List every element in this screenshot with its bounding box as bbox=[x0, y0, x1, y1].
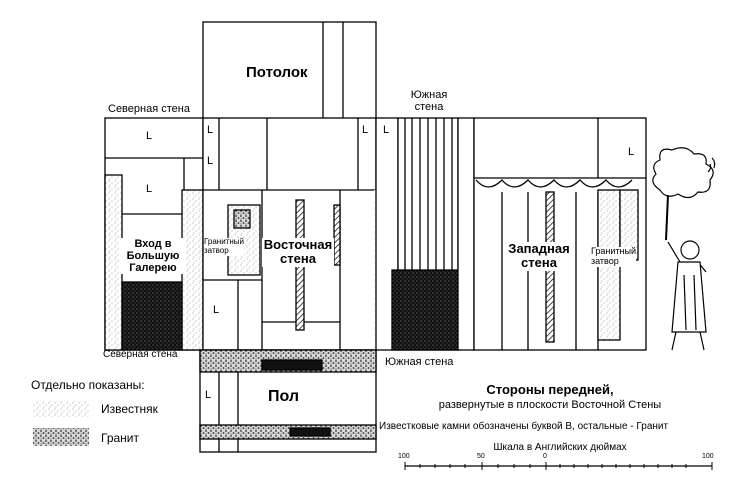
south-wall-bottom-label: Южная стена bbox=[385, 356, 454, 368]
caption-note: Известковые камни обозначены буквой В, о… bbox=[379, 421, 669, 432]
ceiling-panel bbox=[202, 21, 377, 121]
south-wall bbox=[375, 117, 475, 351]
limestone-marker: L bbox=[146, 183, 153, 195]
west-wall-label: Западная стена bbox=[504, 241, 574, 271]
scale-title: Шкала в Английских дюймах bbox=[493, 442, 627, 453]
caption-subtitle: развернутые в плоскости Восточной Стены bbox=[438, 399, 662, 411]
floor-label: Пол bbox=[268, 388, 300, 405]
gallery-entrance-label: Вход в Большую Галерею bbox=[120, 238, 186, 275]
west-wall bbox=[473, 117, 647, 351]
granite-plug-left-label: Гранитный затвор bbox=[204, 237, 244, 256]
legend-granite-swatch bbox=[33, 428, 89, 446]
north-wall-left bbox=[104, 117, 204, 351]
granite-plug-right-label: Гранитный затвор bbox=[591, 246, 636, 267]
east-wall-line1: Восточная bbox=[263, 237, 333, 252]
torch-bearer-figure bbox=[652, 147, 716, 351]
limestone-marker: L bbox=[362, 124, 369, 136]
caption-title: Стороны передней, bbox=[486, 382, 614, 397]
north-wall-top-label: Северная стена bbox=[108, 103, 190, 115]
legend-swatches bbox=[33, 401, 89, 446]
limestone-marker: L bbox=[207, 124, 214, 136]
limestone-marker: L bbox=[205, 389, 212, 401]
legend-title: Отдельно показаны: bbox=[31, 378, 145, 392]
gallery-entrance-line3: Галерею bbox=[129, 262, 177, 275]
granite-plug-left-line2: затвор bbox=[204, 245, 229, 255]
scale-tick-label: 100 bbox=[702, 453, 714, 460]
limestone-marker: L bbox=[213, 304, 220, 316]
granite-plug-left-line1: Гранитный bbox=[204, 237, 244, 246]
legend-limestone-label: Известняк bbox=[101, 402, 158, 416]
legend-granite-label: Гранит bbox=[101, 431, 139, 445]
south-wall-top-label: Южная стена bbox=[402, 89, 456, 113]
limestone-marker: L bbox=[383, 124, 390, 136]
south-wall-top-line1: Южная bbox=[410, 89, 448, 101]
granite-plug-right-line1: Гранитный bbox=[591, 246, 636, 256]
scale-tick-label: 0 bbox=[543, 453, 547, 460]
granite-plug-right-line2: затвор bbox=[591, 255, 619, 266]
scale-tick-label: 50 bbox=[477, 453, 485, 460]
gallery-entrance-line2: Большую bbox=[126, 250, 180, 263]
gallery-opening bbox=[121, 281, 183, 351]
legend-limestone-swatch bbox=[33, 401, 89, 417]
scale-tick-label: 100 bbox=[398, 453, 410, 460]
ceiling-label: Потолок bbox=[246, 64, 308, 81]
portcullis-slabs bbox=[391, 269, 459, 351]
gallery-entrance-line1: Вход в bbox=[134, 238, 172, 250]
limestone-marker: L bbox=[628, 146, 635, 158]
east-wall-line2: стена bbox=[280, 251, 316, 267]
limestone-marker: L bbox=[207, 155, 214, 167]
east-wall-label: Восточная стена bbox=[262, 237, 334, 267]
east-wall bbox=[202, 117, 388, 351]
north-wall-bottom-label: Северная стена bbox=[103, 349, 178, 360]
floor-panel bbox=[199, 349, 377, 453]
south-wall-top-line2: стена bbox=[414, 101, 444, 114]
limestone-marker: L bbox=[146, 130, 153, 142]
west-wall-line2: стена bbox=[521, 255, 557, 271]
scale-ticks bbox=[404, 462, 713, 470]
west-wall-line1: Западная bbox=[508, 241, 570, 256]
